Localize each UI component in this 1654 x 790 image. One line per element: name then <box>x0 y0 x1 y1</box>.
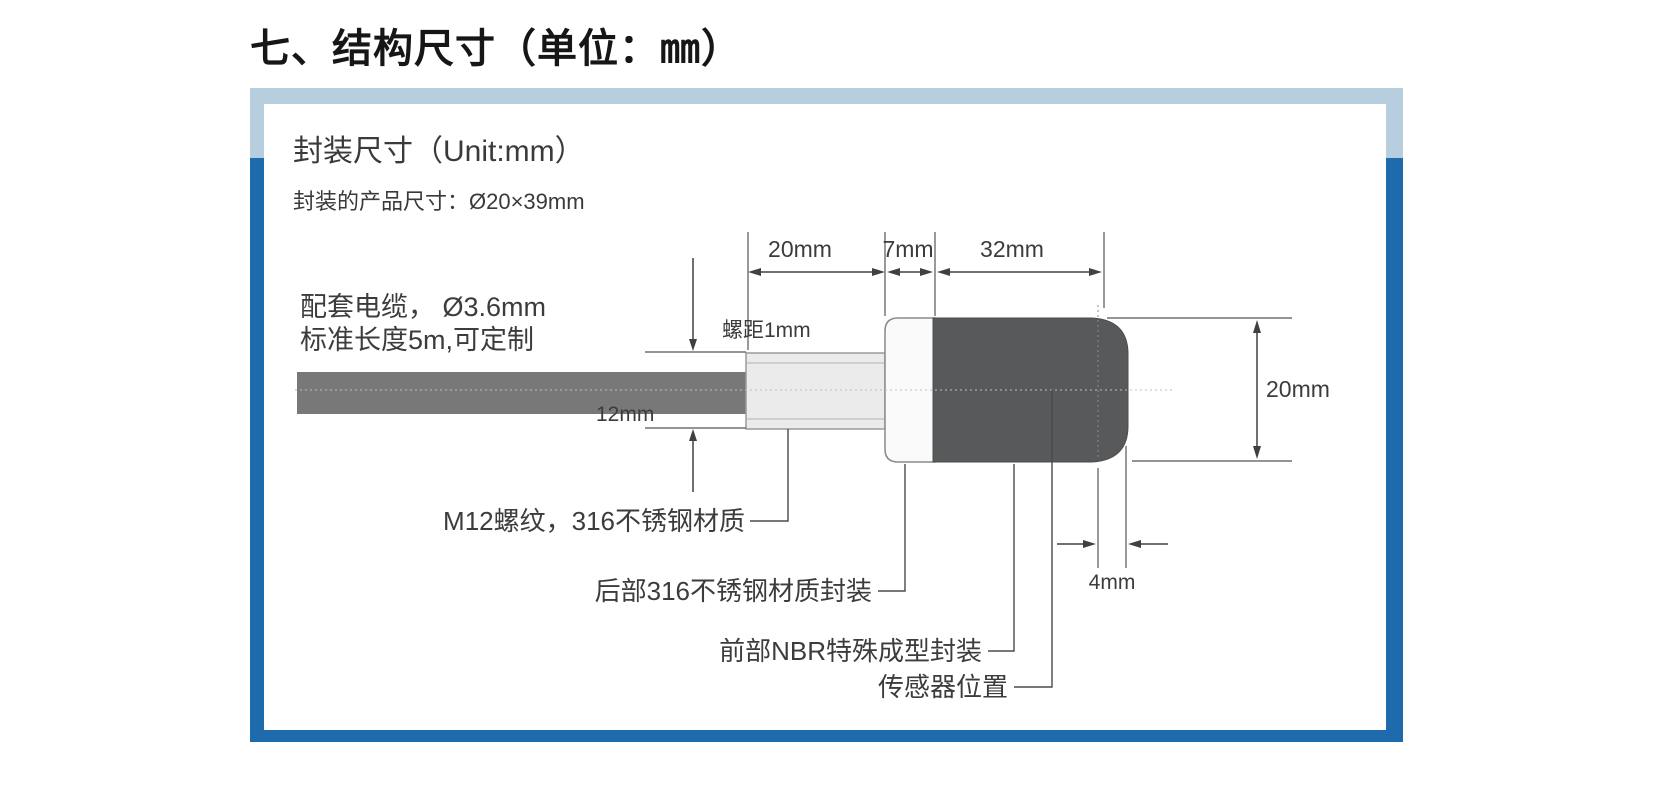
arrowhead <box>920 268 933 276</box>
panel-border-right <box>1386 88 1403 742</box>
dim-label-cap-length: 7mm <box>882 236 933 262</box>
panel-border-left <box>250 88 264 742</box>
callout-thread: M12螺纹，316不锈钢材质 <box>443 506 745 536</box>
callout-sensor: 传感器位置 <box>878 672 1008 702</box>
leader-sensor <box>1014 390 1053 688</box>
cable-note-line2: 标准长度5m,可定制 <box>300 325 534 355</box>
arrowhead <box>1128 540 1141 548</box>
dim-label-thread-pitch: 螺距1mm <box>722 319 811 342</box>
dim-label-body-length: 32mm <box>980 236 1044 262</box>
thread-section-shape <box>745 352 886 430</box>
arrowhead <box>937 268 950 276</box>
leader-rear-cap <box>878 464 906 592</box>
panel-border-top <box>250 88 1403 104</box>
leader-thread <box>750 429 789 522</box>
arrowhead <box>1083 540 1096 548</box>
dim-label-body-diameter: 20mm <box>1266 376 1330 402</box>
dim-label-thread-diameter: 12mm <box>596 403 654 426</box>
dim-label-sensor-offset: 4mm <box>1089 571 1136 594</box>
panel-heading: 封装尺寸（Unit:mm） <box>293 135 585 168</box>
arrowhead <box>1253 320 1261 333</box>
cable-note-line1: 配套电缆， Ø3.6mm <box>300 292 546 322</box>
arrowhead <box>689 339 697 351</box>
arrowhead <box>872 268 885 276</box>
arrowhead <box>748 268 761 276</box>
callout-rear-cap: 后部316不锈钢材质封装 <box>595 576 872 606</box>
callout-front-body: 前部NBR特殊成型封装 <box>719 636 982 666</box>
page-title: 七、结构尺寸（单位：㎜） <box>250 26 742 71</box>
panel-subheading: 封装的产品尺寸：Ø20×39mm <box>293 189 585 214</box>
panel-border-bottom <box>250 730 1403 742</box>
arrowhead <box>1253 446 1261 459</box>
dim-label-thread-length: 20mm <box>768 236 832 262</box>
leader-front-body <box>988 464 1015 652</box>
arrowhead <box>689 429 697 441</box>
cable-shape <box>297 372 746 414</box>
arrowhead <box>887 268 900 276</box>
arrowhead <box>1089 268 1102 276</box>
